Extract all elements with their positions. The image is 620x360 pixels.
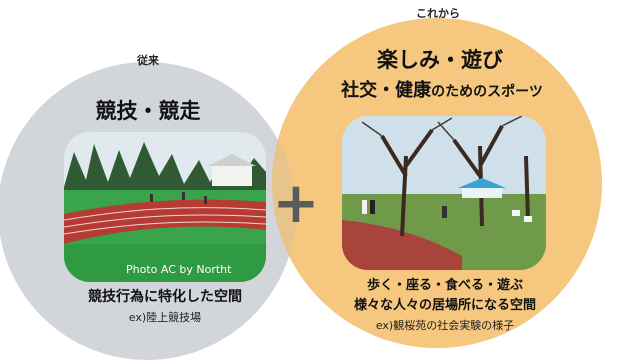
future-title-sub: のためのスポーツ xyxy=(431,84,543,100)
traditional-caption: 競技行為に特化した空間 xyxy=(88,289,242,305)
future-caption-line1: 歩く・座る・食べる・遊ぶ xyxy=(366,278,523,293)
future-title-main: 社交・健康 xyxy=(341,80,432,101)
future-title-line2: 社交・健康のためのスポーツ xyxy=(322,76,562,102)
track-photo: Photo AC by Northt xyxy=(64,132,266,282)
traditional-example: ex)陸上競技場 xyxy=(128,311,202,324)
future-caption-line2: 様々な人々の居場所になる空間 xyxy=(353,298,536,313)
plus-icon: + xyxy=(272,171,320,236)
traditional-title: 競技・競走 xyxy=(95,99,201,123)
future-label: これから xyxy=(416,7,460,20)
photo-credit: Photo AC by Northt xyxy=(126,263,232,276)
park-photo xyxy=(342,116,546,270)
future-example: ex)観桜苑の社会実験の様子 xyxy=(375,319,515,332)
traditional-label: 従来 xyxy=(137,54,159,67)
future-title-line1: 楽しみ・遊び xyxy=(377,48,503,72)
